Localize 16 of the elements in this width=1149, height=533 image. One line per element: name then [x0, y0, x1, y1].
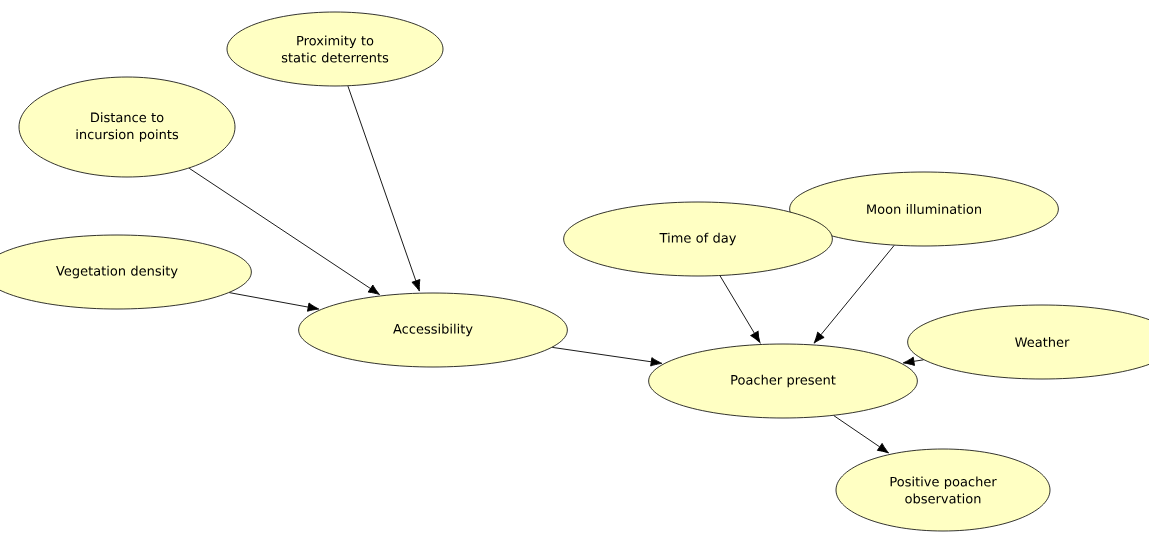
arrow	[719, 275, 761, 343]
ellipse-node: Accessibility	[298, 292, 568, 368]
ellipse-node: Poacher present	[648, 343, 918, 419]
arrow	[347, 85, 421, 292]
arrow	[551, 346, 663, 367]
ellipse-node: Time of day	[563, 201, 833, 277]
ellipse-node: Positive poacher observation	[835, 448, 1051, 532]
arrow	[833, 415, 890, 454]
ellipse-node: Weather	[907, 304, 1149, 380]
arrow	[228, 292, 320, 312]
arrow	[188, 167, 380, 295]
arrow	[902, 356, 925, 366]
ellipse-node: Moon illumination	[789, 171, 1059, 247]
arrow	[813, 245, 895, 344]
ellipse-node: Distance to incursion points	[18, 76, 236, 178]
ellipse-node: Proximity to static deterrents	[226, 11, 444, 87]
